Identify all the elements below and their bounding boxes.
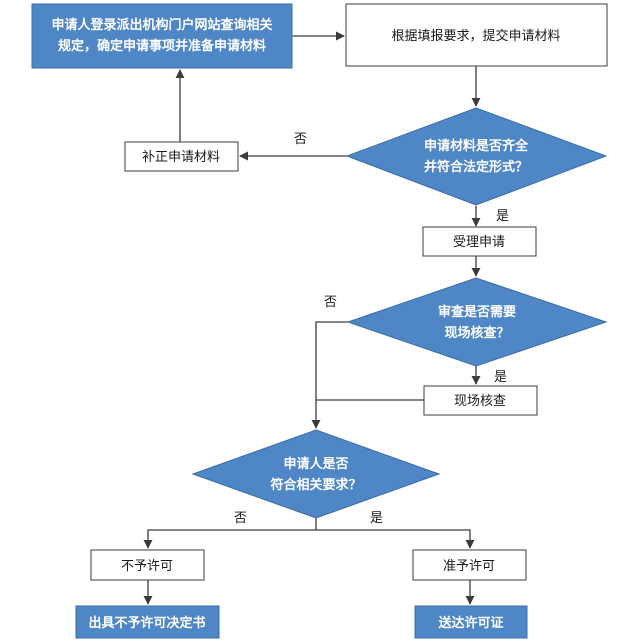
node-submit: 根据填报要求，提交申请材料: [345, 3, 608, 67]
node-supplement-label: 补正申请材料: [142, 150, 220, 165]
label-yes-sitecheck: 是: [494, 370, 507, 385]
edge-req-approve: [316, 529, 475, 549]
node-accept-label: 受理申请: [453, 235, 505, 250]
node-submit-label: 根据填报要求，提交申请材料: [391, 28, 560, 44]
node-requirements-check: 申请人是否 符合相关要求？: [191, 429, 441, 519]
label-yes-complete: 是: [496, 209, 509, 224]
node-site-check-needed-line1: 审查是否需要: [438, 304, 516, 320]
label-yes-requirements: 是: [370, 511, 383, 526]
node-start-line2: 规定，确定申请事项并准备申请材料: [58, 38, 266, 54]
node-approve: 准予许可: [412, 549, 527, 581]
edge-req-deny: [143, 529, 316, 549]
node-complete-check-line2: 并符合法定形式？: [424, 159, 528, 175]
label-no-complete: 否: [294, 132, 307, 147]
node-site-check: 现场核查: [423, 385, 538, 416]
node-start-line1: 申请人登录派出机构门户网站查询相关: [51, 17, 272, 33]
node-complete-check-line1: 申请材料是否齐全: [424, 138, 529, 154]
node-start: 申请人登录派出机构门户网站查询相关 规定，确定申请事项并准备申请材料: [31, 3, 293, 69]
node-issue-license: 送达许可证: [414, 605, 528, 639]
label-no-sitecheck: 否: [324, 295, 337, 310]
node-complete-check: 申请材料是否齐全 并符合法定形式？: [345, 107, 608, 206]
node-site-check-needed-line2: 现场核查？: [444, 325, 509, 341]
node-requirements-check-line1: 申请人是否: [283, 456, 348, 472]
node-accept: 受理申请: [422, 226, 537, 257]
node-supplement: 补正申请材料: [124, 141, 239, 172]
node-site-check-label: 现场核查: [454, 394, 506, 409]
node-deny-decision-label: 出具不予许可决定书: [88, 615, 205, 631]
node-issue-license-label: 送达许可证: [437, 615, 503, 631]
label-no-requirements: 否: [234, 511, 247, 526]
connectors: [143, 31, 481, 605]
node-deny-label: 不予许可: [121, 559, 173, 574]
edge-needed-no: [311, 321, 348, 429]
node-deny: 不予许可: [90, 549, 205, 581]
node-approve-label: 准予许可: [443, 559, 495, 574]
node-site-check-needed: 审查是否需要 现场核查？: [346, 277, 608, 367]
node-deny-decision: 出具不予许可决定书: [75, 605, 220, 639]
node-requirements-check-line2: 符合相关要求？: [270, 477, 361, 493]
